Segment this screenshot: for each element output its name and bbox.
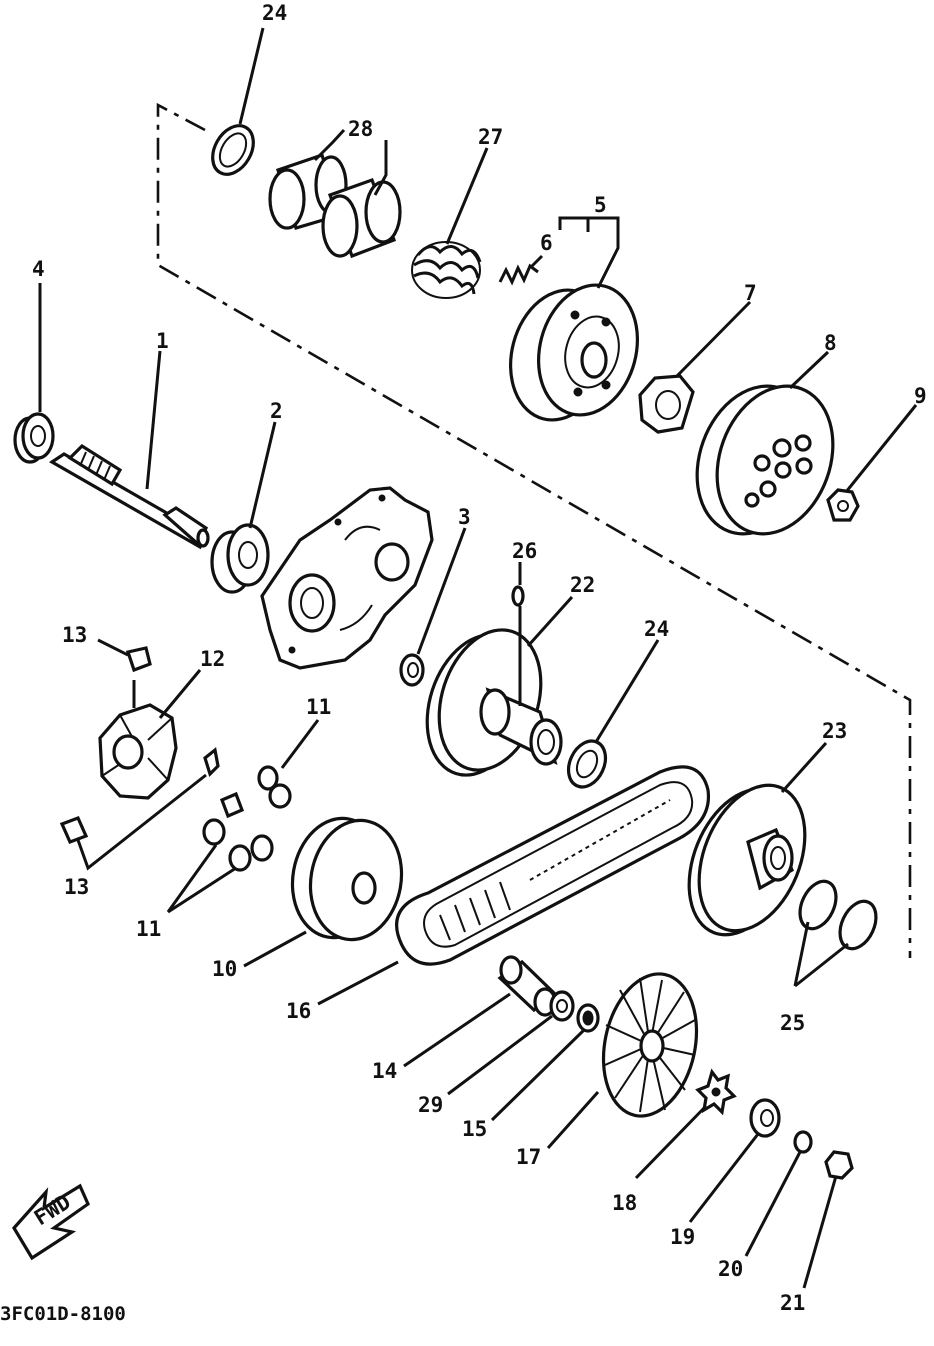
part-26-pin bbox=[511, 585, 525, 607]
callout-1: 1 bbox=[156, 329, 169, 353]
callout-8: 8 bbox=[824, 331, 837, 355]
callout-22: 22 bbox=[570, 573, 595, 597]
part-10-sliding-sheave bbox=[290, 816, 404, 942]
figure-code: 3FC01D-8100 bbox=[0, 1303, 126, 1325]
part-13-slider-top bbox=[125, 646, 152, 673]
part-8-clutch-housing bbox=[695, 384, 835, 536]
callout-5: 5 bbox=[594, 193, 607, 217]
callout-6: 6 bbox=[540, 231, 553, 255]
part-13-slider-bottom bbox=[59, 815, 89, 845]
part-1-shaft bbox=[48, 443, 210, 550]
part-12-cam-plate bbox=[98, 703, 178, 800]
part-24-seal-mid bbox=[566, 739, 608, 789]
callout-13-top: 13 bbox=[62, 623, 87, 647]
callout-20: 20 bbox=[718, 1257, 743, 1281]
part-14-collar bbox=[497, 955, 558, 1017]
part-11-weights-right bbox=[257, 765, 292, 809]
callout-14: 14 bbox=[372, 1059, 397, 1083]
callout-2: 2 bbox=[270, 399, 283, 423]
part-16-vbelt bbox=[395, 765, 711, 966]
part-15-washer bbox=[576, 1003, 600, 1033]
part-19-washer bbox=[749, 1098, 781, 1138]
part-23-fixed-sheave bbox=[687, 783, 807, 937]
part-18-star-washer bbox=[695, 1068, 737, 1116]
callout-28: 28 bbox=[348, 117, 373, 141]
part-22-secondary-sheave bbox=[425, 628, 563, 777]
part-11-weights-left bbox=[202, 791, 274, 872]
callout-26: 26 bbox=[512, 539, 537, 563]
callout-24-mid: 24 bbox=[644, 617, 669, 641]
callout-24-top: 24 bbox=[262, 1, 287, 25]
callout-labels: 24 28 27 5 6 7 8 9 4 1 2 3 26 22 24 23 1… bbox=[32, 1, 927, 1315]
callout-18: 18 bbox=[612, 1191, 637, 1215]
callout-13-bottom: 13 bbox=[64, 875, 89, 899]
forward-direction-arrow-icon: FWD bbox=[12, 1183, 90, 1261]
callout-3: 3 bbox=[458, 505, 471, 529]
part-5-clutch-shoe bbox=[508, 283, 640, 422]
callout-12: 12 bbox=[200, 647, 225, 671]
part-21-nut bbox=[824, 1150, 854, 1180]
part-25-orings bbox=[798, 879, 878, 951]
callout-23: 23 bbox=[822, 719, 847, 743]
callout-21: 21 bbox=[780, 1291, 805, 1315]
part-24-oring-top bbox=[211, 124, 255, 176]
callout-15: 15 bbox=[462, 1117, 487, 1141]
gearbox-case bbox=[260, 486, 434, 670]
part-20-spring-washer bbox=[793, 1130, 813, 1154]
leader-lines bbox=[38, 27, 918, 1289]
part-28-collars bbox=[268, 152, 402, 259]
callout-9: 9 bbox=[914, 384, 927, 408]
part-4-bearing bbox=[13, 412, 55, 464]
callout-7: 7 bbox=[744, 281, 757, 305]
part-7-nut bbox=[638, 374, 695, 434]
part-6-small-spring bbox=[498, 263, 539, 286]
assembly-boundary-line bbox=[156, 102, 912, 958]
part-3-oil-seal bbox=[399, 653, 425, 687]
part-2-bearing bbox=[210, 523, 270, 594]
part-17-fan-sheave bbox=[601, 972, 699, 1118]
callout-17: 17 bbox=[516, 1145, 541, 1169]
callout-16: 16 bbox=[286, 999, 311, 1023]
callout-11-bottom: 11 bbox=[136, 917, 161, 941]
callout-27: 27 bbox=[478, 125, 503, 149]
callout-11-top: 11 bbox=[306, 695, 331, 719]
part-27-spring bbox=[411, 241, 482, 299]
part-29-washer bbox=[549, 990, 575, 1022]
callout-4: 4 bbox=[32, 257, 45, 281]
callout-19: 19 bbox=[670, 1225, 695, 1249]
part-9-nut bbox=[826, 488, 860, 522]
callout-25: 25 bbox=[780, 1011, 805, 1035]
callout-29: 29 bbox=[418, 1093, 443, 1117]
part-13-slider-right bbox=[203, 747, 220, 778]
callout-10: 10 bbox=[212, 957, 237, 981]
